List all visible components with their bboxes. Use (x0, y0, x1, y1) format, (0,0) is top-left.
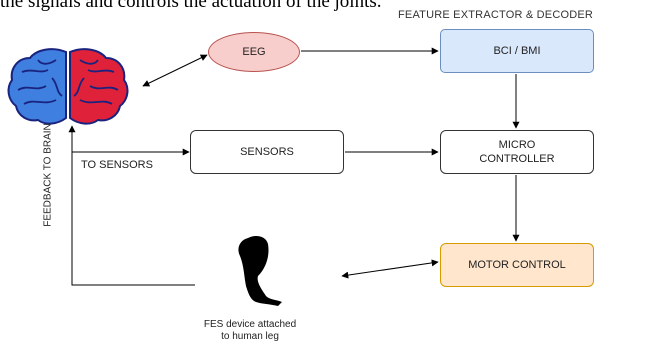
brain-icon (7, 48, 129, 125)
microcontroller-label-line1: MICRO (498, 139, 536, 151)
arrow-leg-motor (341, 259, 439, 279)
bci-bmi-node: BCI / BMI (440, 29, 594, 73)
fes-caption-line2: to human leg (221, 331, 279, 342)
bci-bmi-label: BCI / BMI (493, 45, 541, 57)
intro-text-fragment: the signals and controls the actuation o… (0, 0, 382, 12)
fes-device-caption: FES device attached to human leg (180, 319, 320, 343)
sensors-node: SENSORS (190, 130, 344, 174)
eeg-label: EEG (242, 46, 266, 58)
microcontroller-label: MICRO CONTROLLER (479, 138, 554, 166)
fes-caption-line1: FES device attached (203, 319, 297, 330)
feature-extractor-label: FEATURE EXTRACTOR & DECODER (398, 9, 594, 21)
leg-silhouette-icon (238, 236, 282, 306)
sensors-label: SENSORS (240, 146, 294, 158)
eeg-node: EEG (208, 32, 300, 72)
microcontroller-label-line2: CONTROLLER (479, 153, 555, 165)
feedback-to-brain-label: FEEDBACK TO BRAIN (42, 123, 54, 227)
arrow-brain-eeg (142, 54, 208, 87)
feedback-line (68, 125, 195, 286)
microcontroller-node: MICRO CONTROLLER (440, 130, 594, 174)
motor-control-node: MOTOR CONTROL (440, 243, 594, 287)
to-sensors-label: TO SENSORS (81, 159, 153, 171)
motor-control-label: MOTOR CONTROL (468, 259, 566, 271)
